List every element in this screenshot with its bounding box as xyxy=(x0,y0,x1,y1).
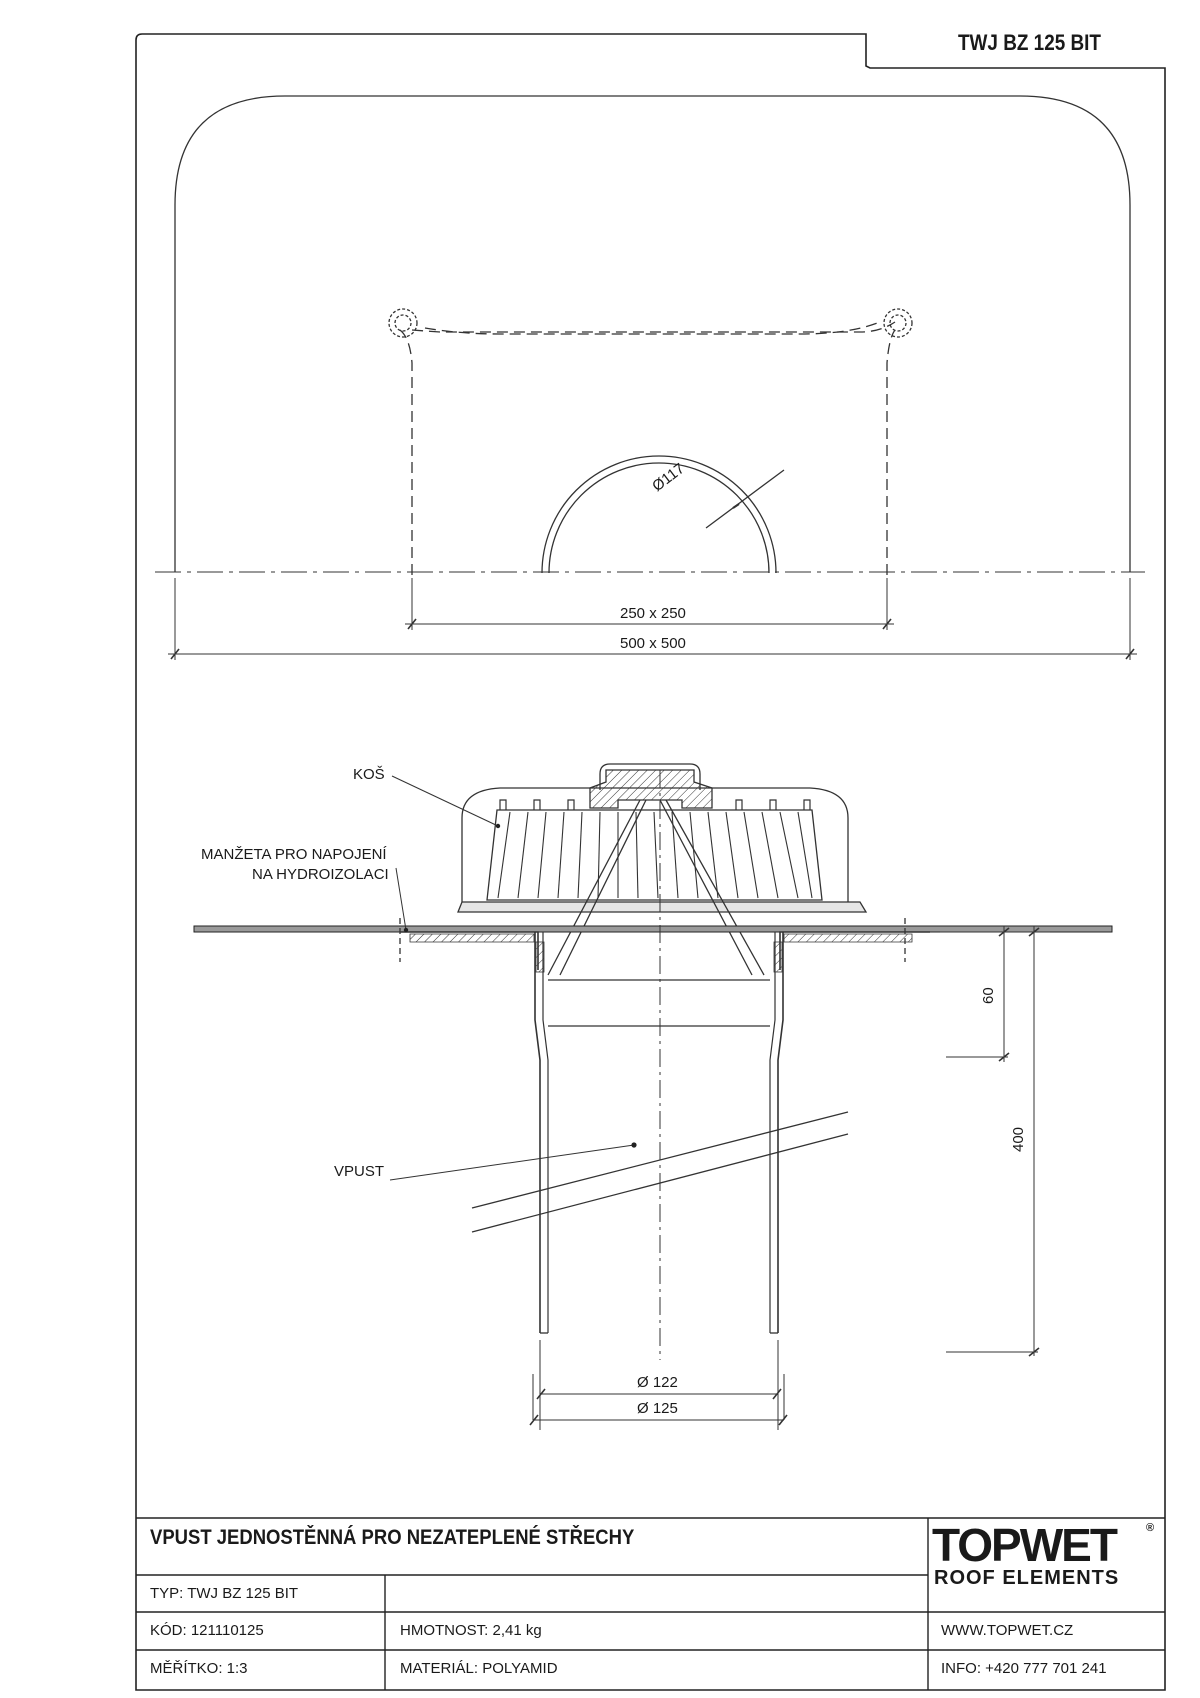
drawing-code: TWJ BZ 125 BIT xyxy=(958,30,1101,55)
section-view xyxy=(193,763,1113,1430)
basket-wire-4 xyxy=(665,799,765,976)
label-vpust: VPUST xyxy=(334,1163,385,1180)
registered-mark-icon: ® xyxy=(1146,1522,1155,1534)
title-block-title: VPUST JEDNOSTĚNNÁ PRO NEZATEPLENÉ STŘECH… xyxy=(150,1526,635,1549)
screw-left xyxy=(388,308,418,338)
outlet-pipe-right-wall-inner xyxy=(769,932,776,1333)
inner-square-outline xyxy=(399,321,896,575)
bitumen-membrane xyxy=(193,925,1113,933)
dim-label-d125: Ø 125 xyxy=(637,1400,678,1417)
dim-label-d122: Ø 122 xyxy=(637,1374,678,1391)
basket-base xyxy=(457,901,868,913)
title-block-typ: TYP: TWJ BZ 125 BIT xyxy=(150,1585,299,1602)
dim-label-400: 400 xyxy=(1010,1126,1027,1152)
dim-d117-leader xyxy=(705,469,785,529)
title-block-hmotnost: HMOTNOST: 2,41 kg xyxy=(400,1622,542,1639)
leader-kos xyxy=(391,775,499,827)
logo-wordmark: TOPWET xyxy=(932,1519,1118,1571)
basket-knob-hatch xyxy=(589,769,713,809)
logo-tagline: ROOF ELEMENTS xyxy=(934,1567,1120,1589)
topwet-logo: TOPWET ® ROOF ELEMENTS xyxy=(932,1522,1158,1588)
plan-view xyxy=(155,95,1145,660)
basket-wire-3 xyxy=(659,799,753,976)
break-line-1 xyxy=(471,1111,849,1209)
leader-manzeta xyxy=(395,867,407,931)
dim-label-500: 500 x 500 xyxy=(620,635,686,652)
seal-ring-right xyxy=(773,941,783,973)
label-manzeta-line1: MANŽETA PRO NAPOJENÍ xyxy=(201,846,387,863)
label-kos: KOŠ xyxy=(353,766,385,783)
outer-flange-outline xyxy=(174,95,1131,572)
title-block-meritko: MĚŘÍTKO: 1:3 xyxy=(150,1660,248,1677)
inner-top-edge xyxy=(424,321,881,335)
leader-vpust xyxy=(389,1144,635,1181)
title-block-kod: KÓD: 121110125 xyxy=(150,1622,264,1639)
pipe-circle-outer xyxy=(541,455,777,574)
break-line-2 xyxy=(471,1133,849,1233)
basket-wire-2 xyxy=(559,799,647,976)
label-manzeta-line2: NA HYDROIZOLACI xyxy=(252,866,389,883)
title-block-material: MATERIÁL: POLYAMID xyxy=(400,1660,558,1677)
seal-ring-left xyxy=(535,941,545,973)
outlet-pipe-right-wall xyxy=(777,932,784,1333)
dim-label-60: 60 xyxy=(980,987,997,1004)
basket-wire-1 xyxy=(547,799,641,976)
title-block-web: WWW.TOPWET.CZ xyxy=(941,1622,1074,1639)
sheet-frame xyxy=(135,33,1166,1691)
title-block-info: INFO: +420 777 701 241 xyxy=(941,1660,1107,1677)
title-block-grid xyxy=(136,1517,1165,1690)
screw-right xyxy=(883,308,913,338)
collar-flange-hatch xyxy=(409,933,913,943)
outlet-pipe-left-wall-inner xyxy=(542,932,549,1333)
basket-ribs xyxy=(497,811,813,899)
dim-label-250: 250 x 250 xyxy=(620,605,686,622)
outlet-pipe-left-wall xyxy=(534,932,541,1333)
basket-top-knob xyxy=(599,763,701,790)
basket-teeth xyxy=(499,799,811,810)
pipe-circle-inner xyxy=(548,462,770,574)
basket-ring xyxy=(486,809,823,901)
